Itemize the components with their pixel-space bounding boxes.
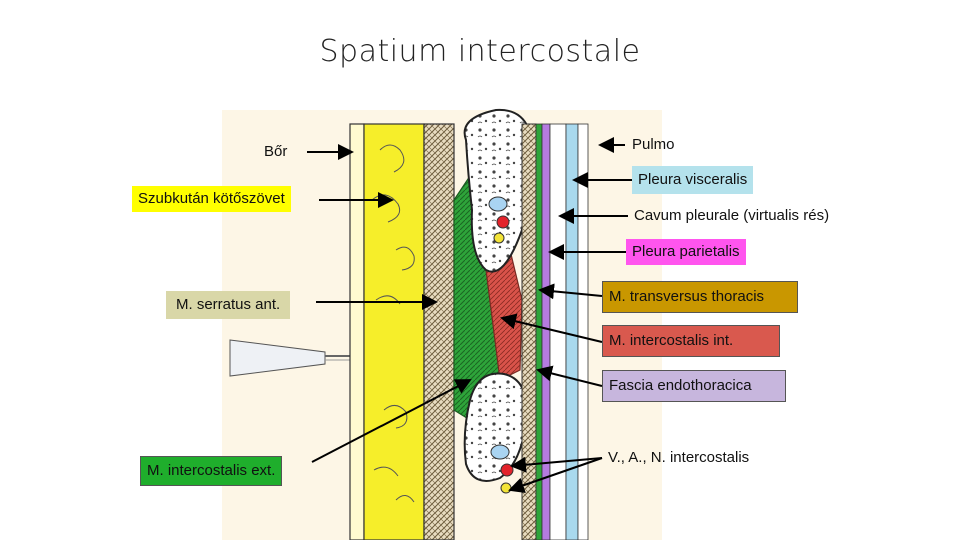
fascia-layer	[535, 123, 543, 540]
label-pleura-visceralis: Pleura visceralis	[632, 166, 754, 194]
pleura-visceralis-layer	[565, 123, 579, 540]
label-pleura-parietalis: Pleura parietalis	[626, 239, 746, 265]
vessel-vein-lower	[490, 444, 510, 460]
vessel-nerve-upper	[493, 232, 505, 244]
vessel-nerve-lower	[500, 482, 512, 494]
arrow-intercostalis-int	[500, 313, 603, 343]
arrow-vessels-b	[508, 457, 603, 493]
label-vessels: V., A., N. intercostalis	[608, 449, 750, 466]
label-intercostalis-ext: M. intercostalis ext.	[140, 456, 283, 486]
arrow-intercostalis-ext	[311, 379, 472, 463]
label-bor: Bőr	[264, 143, 288, 160]
label-cavum-pleurale: Cavum pleurale (virtualis rés)	[634, 207, 830, 224]
arrow-vessels-a	[510, 456, 603, 473]
lung-layer	[577, 123, 589, 540]
label-fascia-endothoracica: Fascia endothoracica	[602, 370, 786, 402]
label-transversus-thoracis: M. transversus thoracis	[602, 281, 798, 313]
skin-layer	[349, 123, 365, 540]
arrow-transversus	[538, 283, 603, 300]
label-serratus: M. serratus ant.	[166, 291, 291, 319]
arrow-fascia	[536, 365, 603, 387]
serratus-layer	[423, 123, 455, 540]
subcutaneous-layer	[363, 123, 425, 540]
label-intercostalis-int: M. intercostalis int.	[602, 325, 780, 357]
label-szubkutan: Szubkután kötőszövet	[132, 186, 291, 212]
transversus-thoracis-layer	[521, 123, 537, 540]
vessel-artery-upper	[496, 215, 510, 229]
vessel-vein-upper	[488, 196, 508, 212]
label-pulmo: Pulmo	[632, 136, 675, 153]
vessel-artery-lower	[500, 463, 514, 477]
page-title: Spatium intercostale	[319, 34, 641, 69]
